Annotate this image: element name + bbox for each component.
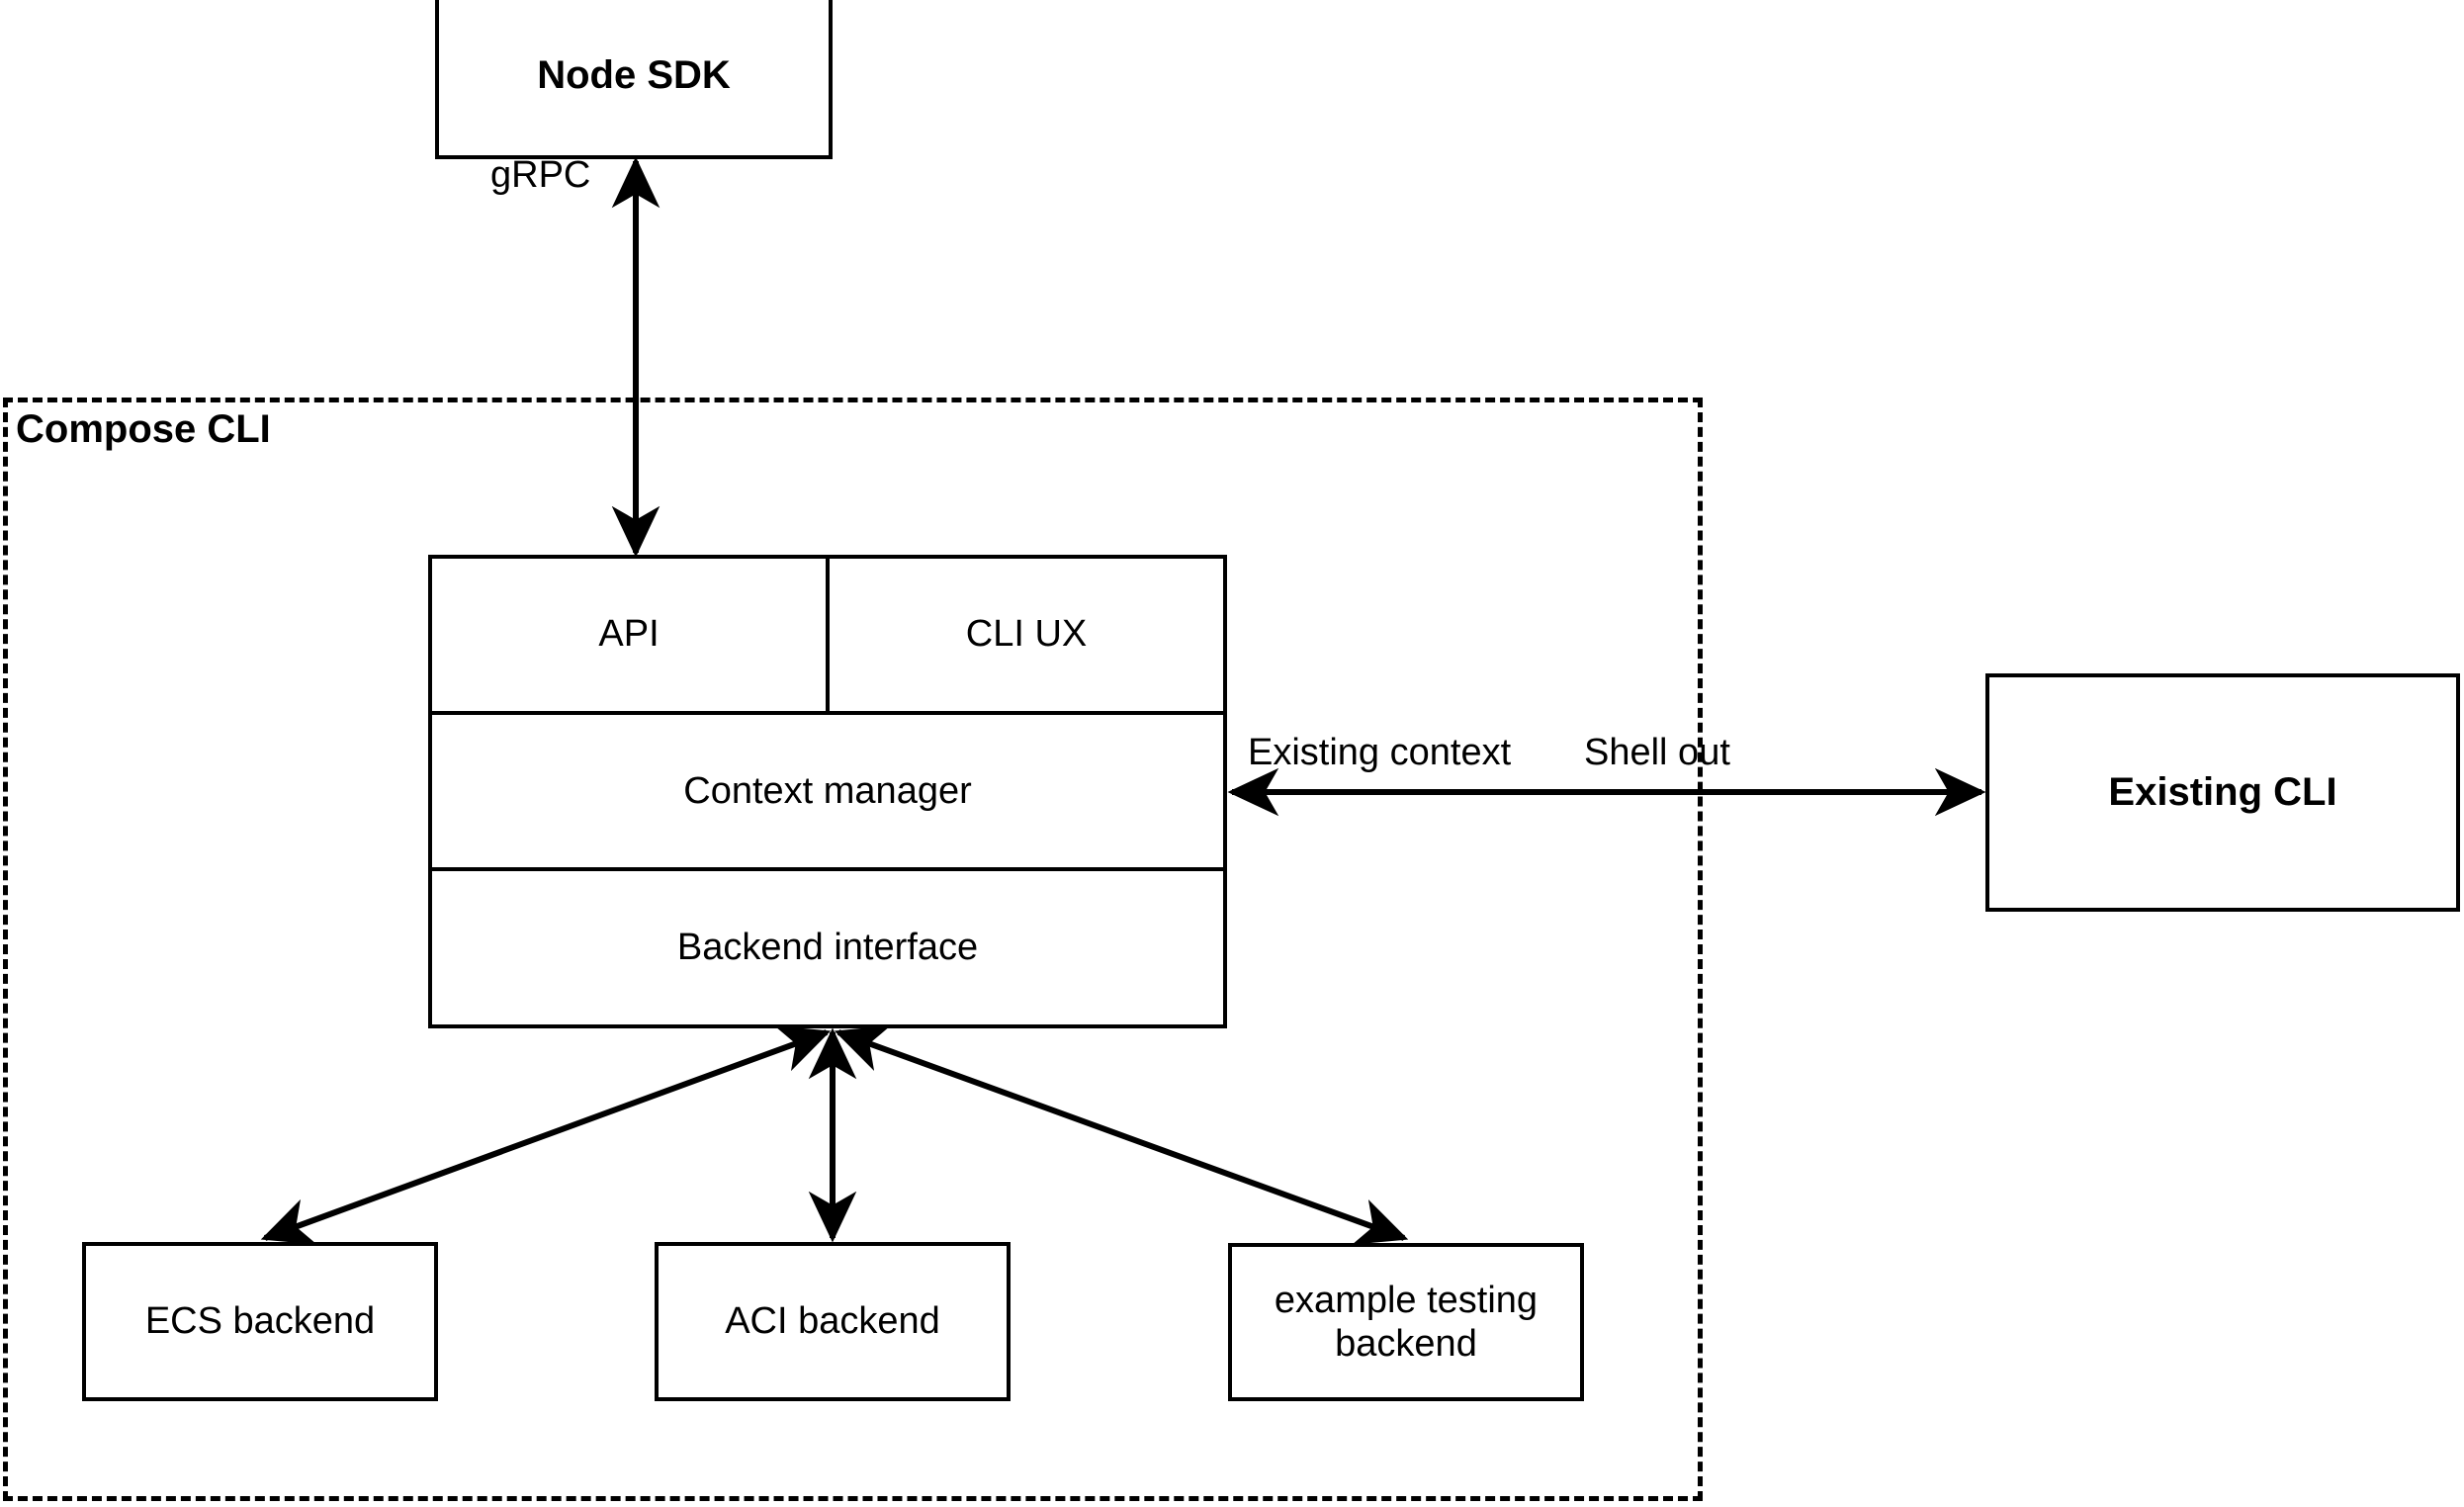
node-node-sdk-label: Node SDK xyxy=(537,53,731,98)
node-api-label: API xyxy=(598,613,660,656)
edge-label-existing-context: Existing context xyxy=(1248,732,1512,773)
node-api[interactable]: API xyxy=(432,559,830,711)
compose-cli-boundary xyxy=(3,398,1703,1501)
node-example-testing-backend-line1: example testing xyxy=(1274,1279,1539,1321)
node-existing-cli[interactable]: Existing CLI xyxy=(1985,673,2460,912)
compose-cli-stack: API CLI UX Context manager Backend inter… xyxy=(428,555,1227,1028)
node-aci-backend[interactable]: ACI backend xyxy=(655,1242,1011,1401)
node-aci-backend-label: ACI backend xyxy=(725,1300,940,1343)
node-backend-interface[interactable]: Backend interface xyxy=(432,871,1223,1024)
edge-label-grpc: gRPC xyxy=(490,154,591,196)
node-context-manager-label: Context manager xyxy=(683,769,972,812)
node-example-testing-backend-label: example testing backend xyxy=(1265,1279,1547,1366)
node-ecs-backend-label: ECS backend xyxy=(144,1300,376,1343)
node-example-testing-backend[interactable]: example testing backend xyxy=(1228,1243,1584,1401)
node-existing-cli-label: Existing CLI xyxy=(2108,770,2337,815)
node-backend-interface-label: Backend interface xyxy=(676,927,979,969)
edge-label-shell-out: Shell out xyxy=(1584,732,1730,773)
node-context-manager[interactable]: Context manager xyxy=(432,715,1223,872)
node-node-sdk[interactable]: Node SDK xyxy=(435,0,833,159)
stack-row-api-cliux: API CLI UX xyxy=(432,559,1223,715)
compose-cli-boundary-label: Compose CLI xyxy=(16,407,271,451)
node-example-testing-backend-line2: backend xyxy=(1335,1323,1477,1365)
node-ecs-backend[interactable]: ECS backend xyxy=(82,1242,438,1401)
node-cli-ux[interactable]: CLI UX xyxy=(830,559,1223,711)
node-cli-ux-label: CLI UX xyxy=(965,613,1088,656)
